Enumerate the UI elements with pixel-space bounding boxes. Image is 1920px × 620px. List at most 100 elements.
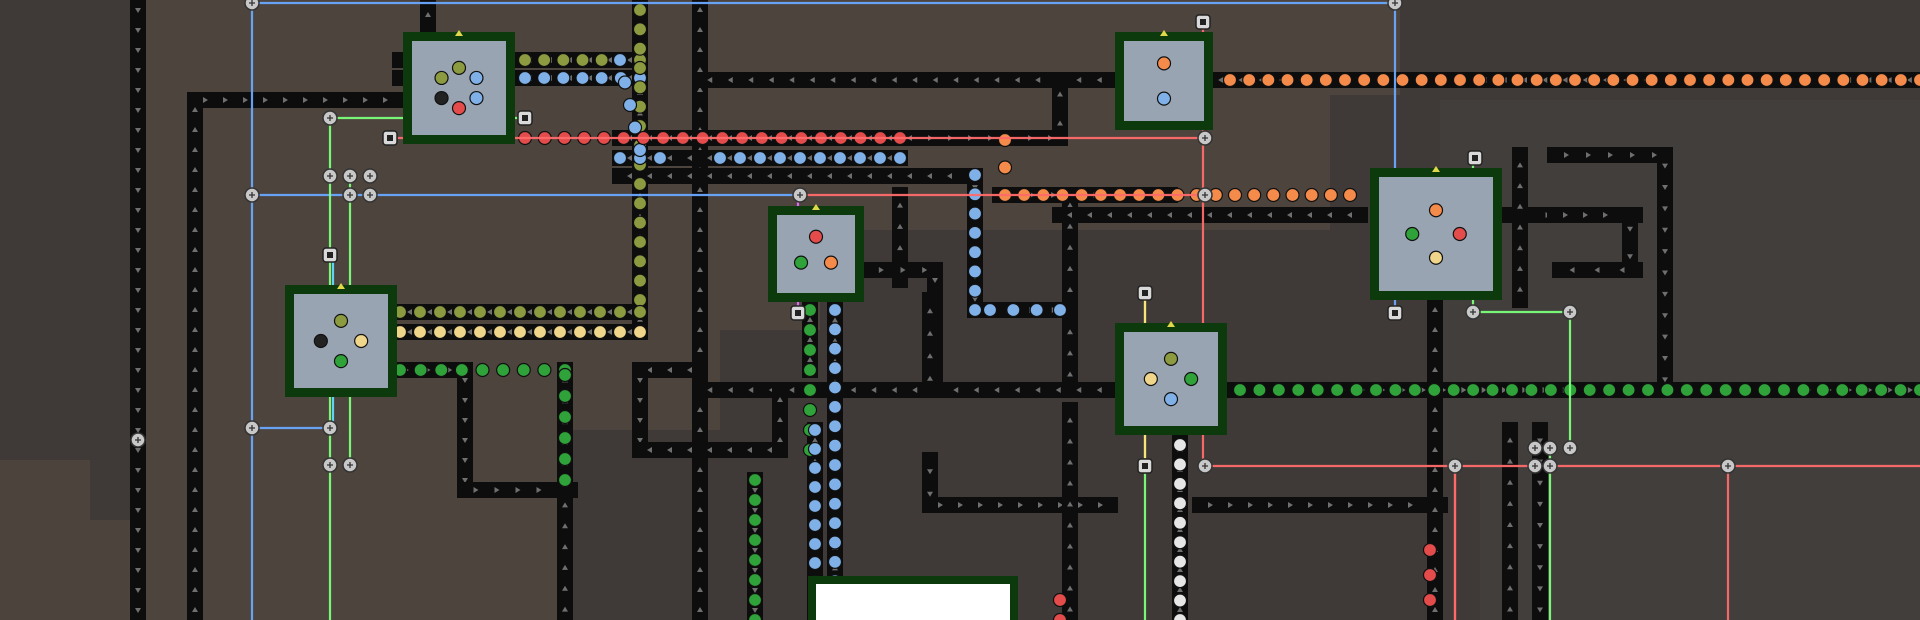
green-ball-icon [1582, 382, 1597, 398]
olive-gear-icon [412, 304, 428, 320]
conveyor-belt[interactable] [692, 382, 1118, 398]
machine-1[interactable] [403, 30, 515, 144]
conveyor-belt[interactable] [1192, 497, 1448, 513]
green-ball-icon [1271, 382, 1286, 398]
olive-gear-icon [632, 176, 648, 192]
olive-gear-icon [1163, 351, 1179, 366]
conveyor-belt[interactable] [557, 362, 573, 620]
conveyor-belt[interactable] [922, 292, 938, 398]
green-ball-icon [1602, 382, 1617, 398]
blue-drop-icon [807, 479, 823, 495]
orange-wrench-icon [1433, 72, 1448, 88]
conveyor-belt[interactable] [1052, 207, 1368, 223]
green-ball-icon [1874, 382, 1889, 398]
orange-wrench-icon [1491, 72, 1506, 88]
orange-wrench-icon [1893, 72, 1908, 88]
conveyor-belt[interactable] [862, 262, 943, 278]
orange-wrench-icon [1285, 187, 1300, 203]
conveyor-belt[interactable] [692, 72, 1118, 88]
conveyor-belt[interactable] [1052, 72, 1068, 146]
orange-wrench-icon [823, 255, 839, 270]
blue-drop-icon [827, 496, 843, 511]
orange-wrench-icon [1836, 72, 1851, 88]
conveyor-belt[interactable] [922, 497, 1118, 513]
conveyor-belt[interactable] [1502, 422, 1518, 620]
blue-drop-icon [807, 422, 823, 438]
conveyor-belt[interactable] [802, 302, 818, 378]
blue-drop-icon [982, 302, 998, 318]
conveyor-belt[interactable] [1062, 187, 1078, 393]
blue-drop-icon [967, 225, 983, 240]
conveyor-belt[interactable] [1547, 147, 1673, 163]
olive-gear-icon [632, 234, 648, 250]
orange-wrench-icon [1874, 72, 1889, 88]
green-ball-icon [496, 362, 511, 378]
conveyor-belt[interactable] [1622, 207, 1638, 278]
machine-4[interactable] [1370, 166, 1502, 300]
green-ball-icon [1291, 382, 1306, 398]
conveyor-belt[interactable] [457, 482, 578, 498]
orange-wrench-icon [1797, 72, 1813, 88]
dark-orb-icon [434, 90, 449, 106]
olive-gear-icon [517, 52, 533, 68]
conveyor-belt[interactable] [1532, 422, 1548, 620]
olive-gear-icon [556, 52, 571, 68]
blue-drop-icon [1029, 302, 1044, 318]
green-ball-icon [1660, 382, 1675, 398]
red-flask-icon [1422, 542, 1438, 558]
conveyor-belt[interactable] [1512, 147, 1528, 308]
conveyor-belt[interactable] [457, 362, 473, 498]
blue-drop-icon [827, 419, 843, 434]
conveyor-belt[interactable] [632, 362, 648, 458]
yellow-drop-icon [492, 324, 508, 340]
conveyor-belt[interactable] [652, 442, 788, 458]
white-ring-icon [1172, 535, 1188, 550]
green-ball-icon [793, 255, 809, 270]
blue-drop-icon [469, 70, 484, 86]
green-ball-icon [1368, 382, 1384, 398]
yellow-drop-icon [412, 324, 428, 340]
yellow-drop-icon [472, 324, 488, 340]
wire-nodes [130, 0, 1736, 474]
white-ring-icon [1172, 612, 1188, 620]
olive-gear-icon [632, 292, 648, 308]
green-ball-icon [1815, 382, 1830, 398]
green-ball-icon [454, 362, 469, 378]
green-ball-icon [557, 409, 573, 425]
blue-drop-icon [827, 302, 843, 318]
conveyor-belt[interactable] [420, 0, 436, 38]
machine-5[interactable] [285, 283, 397, 397]
conveyor-belt[interactable] [187, 92, 203, 620]
green-ball-icon [747, 592, 763, 608]
yellow-drop-icon [354, 333, 369, 349]
machine-panel [1124, 332, 1218, 426]
orange-wrench-icon [1304, 187, 1319, 203]
green-ball-icon [1184, 371, 1199, 387]
green-ball-icon [747, 572, 763, 588]
machine-2[interactable] [1115, 30, 1213, 130]
machine-6[interactable] [1115, 321, 1227, 435]
orange-wrench-icon [1740, 72, 1755, 88]
conveyor-belt[interactable] [1062, 402, 1078, 620]
green-ball-icon [475, 362, 490, 378]
conveyor-belt[interactable] [632, 362, 708, 378]
blue-drop-icon [1163, 392, 1179, 407]
orange-wrench-icon [1759, 72, 1774, 88]
olive-gear-icon [594, 52, 609, 68]
blue-drop-icon [827, 380, 843, 395]
green-ball-icon [557, 472, 573, 488]
conveyor-belt[interactable] [772, 382, 788, 458]
conveyor-belt[interactable] [1552, 262, 1643, 278]
machine-3[interactable] [768, 204, 864, 302]
orange-wrench-icon [997, 132, 1013, 148]
conveyor-belt[interactable] [692, 0, 708, 620]
conveyor-belt[interactable] [612, 168, 968, 184]
conveyor-belt[interactable] [130, 0, 146, 620]
conveyor-belt[interactable] [1657, 147, 1673, 398]
yellow-drop-icon [512, 324, 528, 340]
olive-gear-icon [632, 80, 648, 95]
conveyor-belt[interactable] [187, 92, 403, 108]
machine-7[interactable] [808, 576, 1018, 620]
